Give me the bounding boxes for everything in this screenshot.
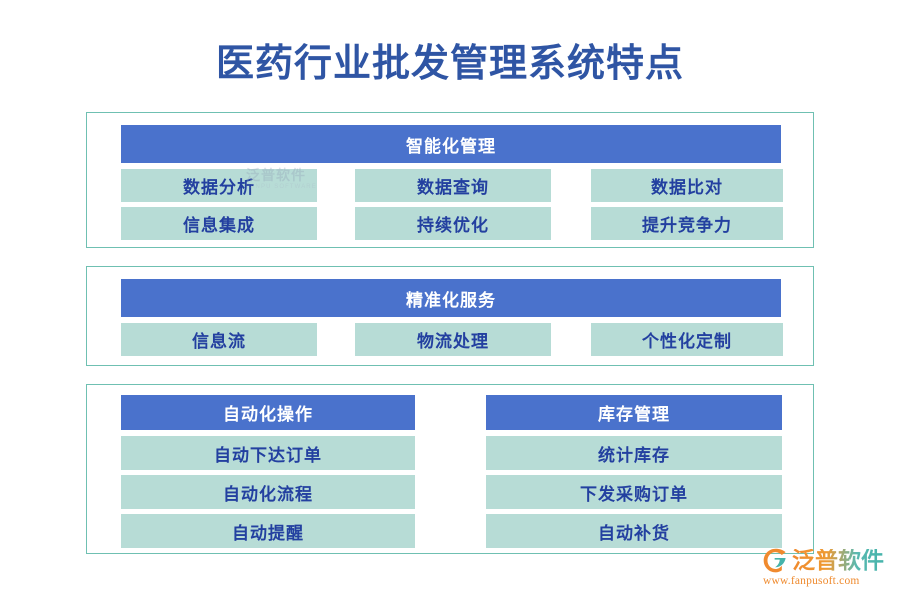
logo-website-url: www.fanpusoft.com bbox=[763, 575, 860, 587]
logo-brand-text: 泛普软件 bbox=[792, 546, 884, 573]
section-header-intelligent-management: 智能化管理 bbox=[121, 125, 781, 163]
feature-cell[interactable]: 数据分析 bbox=[121, 169, 317, 202]
feature-cell[interactable]: 自动补货 bbox=[486, 514, 782, 548]
feature-cell[interactable]: 物流处理 bbox=[355, 323, 551, 356]
feature-cell[interactable]: 数据查询 bbox=[355, 169, 551, 202]
feature-cell[interactable]: 提升竞争力 bbox=[591, 207, 783, 240]
feature-cell[interactable]: 信息集成 bbox=[121, 207, 317, 240]
page-title: 医药行业批发管理系统特点 bbox=[215, 43, 684, 85]
feature-cell[interactable]: 信息流 bbox=[121, 323, 317, 356]
fanpu-logo-mark bbox=[763, 548, 786, 572]
feature-cell[interactable]: 统计库存 bbox=[486, 436, 782, 470]
feature-cell[interactable]: 持续优化 bbox=[355, 207, 551, 240]
feature-cell[interactable]: 自动提醒 bbox=[121, 514, 415, 548]
feature-cell[interactable]: 个性化定制 bbox=[591, 323, 783, 356]
section-automation-and-inventory: 自动化操作 自动下达订单 自动化流程 自动提醒 库存管理 统计库存 下发采购订单… bbox=[86, 384, 814, 554]
section-precise-service: 精准化服务 信息流 物流处理 个性化定制 bbox=[86, 266, 814, 366]
section-header-automation: 自动化操作 bbox=[121, 395, 415, 430]
company-logo: 泛普软件 www.fanpusoft.com bbox=[762, 546, 894, 590]
section-header-inventory: 库存管理 bbox=[486, 395, 782, 430]
section-intelligent-management: 智能化管理 数据分析 信息集成 数据查询 持续优化 数据比对 提升竞争力 bbox=[86, 112, 814, 248]
feature-cell[interactable]: 数据比对 bbox=[591, 169, 783, 202]
feature-cell[interactable]: 自动下达订单 bbox=[121, 436, 415, 470]
feature-cell[interactable]: 自动化流程 bbox=[121, 475, 415, 509]
feature-cell[interactable]: 下发采购订单 bbox=[486, 475, 782, 509]
section-header-precise-service: 精准化服务 bbox=[121, 279, 781, 317]
